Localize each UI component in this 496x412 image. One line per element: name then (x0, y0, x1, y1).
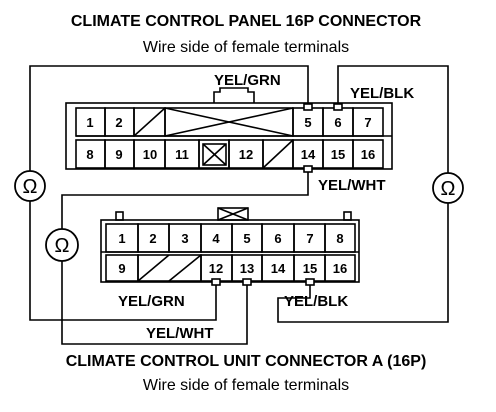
pin-label: 7 (364, 115, 371, 130)
pin-label: 9 (118, 261, 125, 276)
wire-label-top-yel-grn: YEL/GRN (214, 72, 281, 89)
bottom-connector-body (100, 219, 360, 283)
wire-yel-blk (337, 65, 449, 173)
pin-label: 12 (209, 261, 223, 276)
top-connector-title: CLIMATE CONTROL PANEL 16P CONNECTOR (71, 13, 422, 30)
wire-label-bottom-yel-blk: YEL/BLK (284, 293, 348, 310)
pin-label: 6 (334, 115, 341, 130)
wire-label-bottom-yel-wht: YEL/WHT (146, 325, 214, 342)
top-connector-latch (213, 87, 255, 103)
pin-label: 16 (333, 261, 347, 276)
svg-text:Ω: Ω (55, 235, 70, 257)
wire-yel-grn (29, 65, 309, 171)
pin-label: 4 (212, 231, 220, 246)
pin-label: 1 (118, 231, 125, 246)
bottom-connector-pins: 1 2 3 4 5 6 7 8 9 12 13 14 15 16 (118, 231, 347, 276)
top-connector-pins: 1 2 5 6 7 8 9 10 11 12 14 15 16 (86, 115, 375, 162)
pin-label: 16 (361, 147, 375, 162)
bottom-connector (100, 207, 360, 283)
wire-label-bottom-yel-grn: YEL/GRN (118, 293, 185, 310)
pin-label: 1 (86, 115, 93, 130)
svg-text:Ω: Ω (441, 178, 456, 200)
top-connector-subtitle: Wire side of female terminals (143, 39, 349, 56)
pin-label: 14 (301, 147, 316, 162)
bottom-connector-subtitle: Wire side of female terminals (143, 377, 349, 394)
pin-label: 15 (331, 147, 345, 162)
ohmmeter-right: Ω (432, 172, 464, 204)
pin-label: 8 (336, 231, 343, 246)
pin-label: 9 (115, 147, 122, 162)
probe-marks (211, 103, 343, 286)
pin-label: 13 (240, 261, 254, 276)
test-wires (29, 65, 449, 345)
wire-label-top-yel-wht: YEL/WHT (318, 177, 386, 194)
pin-label: 5 (243, 231, 250, 246)
pin-label: 8 (86, 147, 93, 162)
ohmmeter-icon (45, 228, 79, 262)
ohmmeter-icon (432, 172, 464, 204)
top-connector (65, 87, 393, 170)
pin-label: 14 (271, 261, 286, 276)
svg-text:Ω: Ω (23, 176, 38, 198)
pin-label: 7 (306, 231, 313, 246)
ohmmeter-left: Ω (14, 170, 46, 202)
pin-label: 5 (304, 115, 311, 130)
pin-label: 2 (149, 231, 156, 246)
wire-label-top-yel-blk: YEL/BLK (350, 85, 414, 102)
pin-label: 11 (175, 147, 189, 162)
bottom-connector-title: CLIMATE CONTROL UNIT CONNECTOR A (16P) (66, 353, 427, 370)
pin-label: 12 (239, 147, 253, 162)
pin-label: 6 (274, 231, 281, 246)
wire-yel-wht (61, 168, 309, 229)
pin-label: 2 (115, 115, 122, 130)
ohmmeter-middle: Ω (45, 228, 79, 262)
pin-label: 15 (303, 261, 317, 276)
pin-label: 10 (143, 147, 157, 162)
ohmmeter-icon (14, 170, 46, 202)
pin-label: 3 (181, 231, 188, 246)
